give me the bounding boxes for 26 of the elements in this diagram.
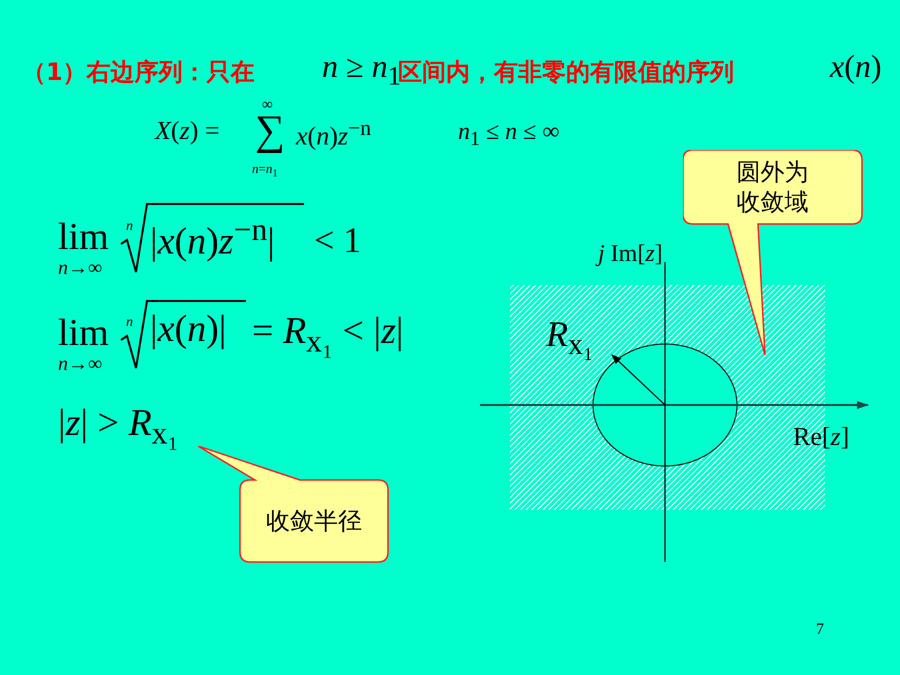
sum-upper-limit: ∞ [262, 98, 273, 113]
formula: lim [58, 218, 109, 256]
speech-bubble [683, 150, 864, 357]
limit-subscript: n→∞ [58, 258, 102, 278]
heading-text: 区间内，有非零的有限值的序列 [398, 60, 734, 84]
formula: n$_{1}$ ≤ n ≤ ∞ [458, 120, 560, 149]
formula: = R$_{x₁}$ < |z| [252, 312, 404, 358]
formula: |x(n)z$^{−n}$| [150, 214, 275, 261]
speech-bubble [198, 446, 389, 563]
root-index: n [126, 220, 133, 234]
sum-lower-limit: n=n$_{1}$ [252, 162, 278, 180]
root-index: n [126, 316, 133, 330]
formula: X(z) = [155, 118, 220, 144]
formula: |z| > R$_{x₁}$ [58, 404, 179, 450]
heading-text: （1）右边序列：只在 [22, 60, 255, 84]
sum-sign: ∑ [255, 110, 285, 152]
formula: x(n) [830, 50, 882, 82]
callout-text: 圆外为收敛域 [736, 157, 810, 217]
formula: x(n)z$^{−n}$ [296, 118, 372, 150]
formula: < 1 [314, 222, 362, 258]
axis-label: j Im[z] [598, 242, 663, 266]
formula: |x(n)| [150, 310, 226, 348]
page-number: 7 [816, 622, 824, 638]
callout-text: 收敛半径 [266, 506, 362, 536]
limit-subscript: n→∞ [58, 354, 102, 374]
formula: lim [58, 314, 109, 352]
